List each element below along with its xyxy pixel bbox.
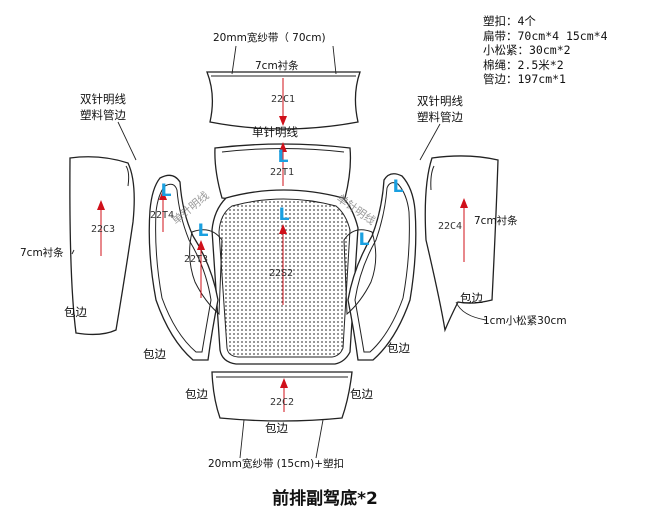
annotation-piping-left-2: 包边 bbox=[143, 347, 166, 361]
annotation-liner-top: 7cm衬条 bbox=[255, 59, 299, 72]
piece-label-22c4: 22C4 bbox=[438, 221, 462, 232]
piece-label-22s2: 22S2 bbox=[269, 268, 293, 279]
annotation-piping-right-1: 包边 bbox=[387, 341, 410, 355]
annotation-single-stitch: 单针明线 bbox=[252, 125, 298, 139]
annotation-bottom-band: 20mm宽纱带 (15cm)+塑扣 bbox=[208, 457, 344, 470]
legend-item: 扁带：70cm*4 15cm*4 bbox=[483, 28, 608, 43]
piece-22c3: 22C3 bbox=[69, 156, 135, 336]
leader-liner-left bbox=[71, 249, 75, 255]
leader-right-stitch bbox=[419, 123, 441, 161]
annotation-piping-left-1: 包边 bbox=[64, 305, 87, 319]
annotation-liner-left: 7cm衬条 bbox=[20, 246, 64, 259]
materials-legend: 塑扣：4个 扁带：70cm*4 15cm*4 小松紧：30cm*2 棉绳：2.5… bbox=[483, 14, 608, 87]
legend-item: 棉绳：2.5米*2 bbox=[483, 57, 564, 72]
piece-label-22t1: 22T1 bbox=[270, 167, 294, 178]
direction-mark-s2: L bbox=[279, 205, 290, 225]
annotation-top-band: 20mm宽纱带（ 70cm) bbox=[213, 31, 326, 44]
piece-label-22t3-left: 22T3 bbox=[184, 254, 208, 265]
piece-22t4-right: L L bbox=[343, 173, 417, 361]
direction-mark-t1: L bbox=[278, 147, 289, 167]
direction-mark-t3-left: L bbox=[198, 221, 209, 241]
annotation-liner-right: 7cm衬条 bbox=[474, 214, 518, 227]
direction-mark-t3-right: L bbox=[359, 230, 370, 250]
piece-label-22t4-left: 22T4 bbox=[150, 210, 174, 221]
legend-item: 塑扣：4个 bbox=[483, 14, 536, 28]
annotation-double-stitch-right-1: 双针明线 bbox=[417, 94, 463, 108]
leader-left-stitch bbox=[117, 121, 137, 161]
annotation-double-stitch-left-1: 双针明线 bbox=[80, 92, 126, 106]
piece-22c1: 22C1 bbox=[206, 45, 361, 130]
piece-label-22c3: 22C3 bbox=[91, 224, 115, 235]
diagram-title: 前排副驾底*2 bbox=[272, 489, 378, 509]
piece-22t4-left: 22T4 22T3 L L bbox=[148, 174, 223, 361]
direction-mark-t4-right: L bbox=[393, 177, 404, 197]
annotation-piping-right-2: 包边 bbox=[460, 291, 483, 305]
legend-item: 小松紧：30cm*2 bbox=[483, 43, 571, 57]
annotation-double-stitch-right-2: 塑料管边 bbox=[417, 110, 463, 124]
annotation-elastic-right: 1cm小松紧30cm bbox=[483, 314, 567, 327]
piece-22t1: 22T1 L bbox=[214, 142, 352, 203]
annotation-piping-bottom: 包边 bbox=[265, 421, 288, 435]
piece-label-22c2: 22C2 bbox=[270, 397, 294, 408]
direction-mark-t4-left: L bbox=[161, 181, 172, 201]
annotation-piping-bottom-right: 包边 bbox=[350, 387, 373, 401]
piece-22c2: 22C2 bbox=[211, 371, 353, 459]
piece-label-22c1: 22C1 bbox=[271, 94, 295, 105]
legend-item: 管边：197cm*1 bbox=[483, 72, 566, 86]
annotation-double-stitch-left-2: 塑料管边 bbox=[80, 108, 126, 122]
piece-22c4: 22C4 bbox=[424, 155, 499, 333]
annotation-piping-left-3: 包边 bbox=[185, 387, 208, 401]
piece-22s2: 22S2 L bbox=[211, 189, 359, 365]
